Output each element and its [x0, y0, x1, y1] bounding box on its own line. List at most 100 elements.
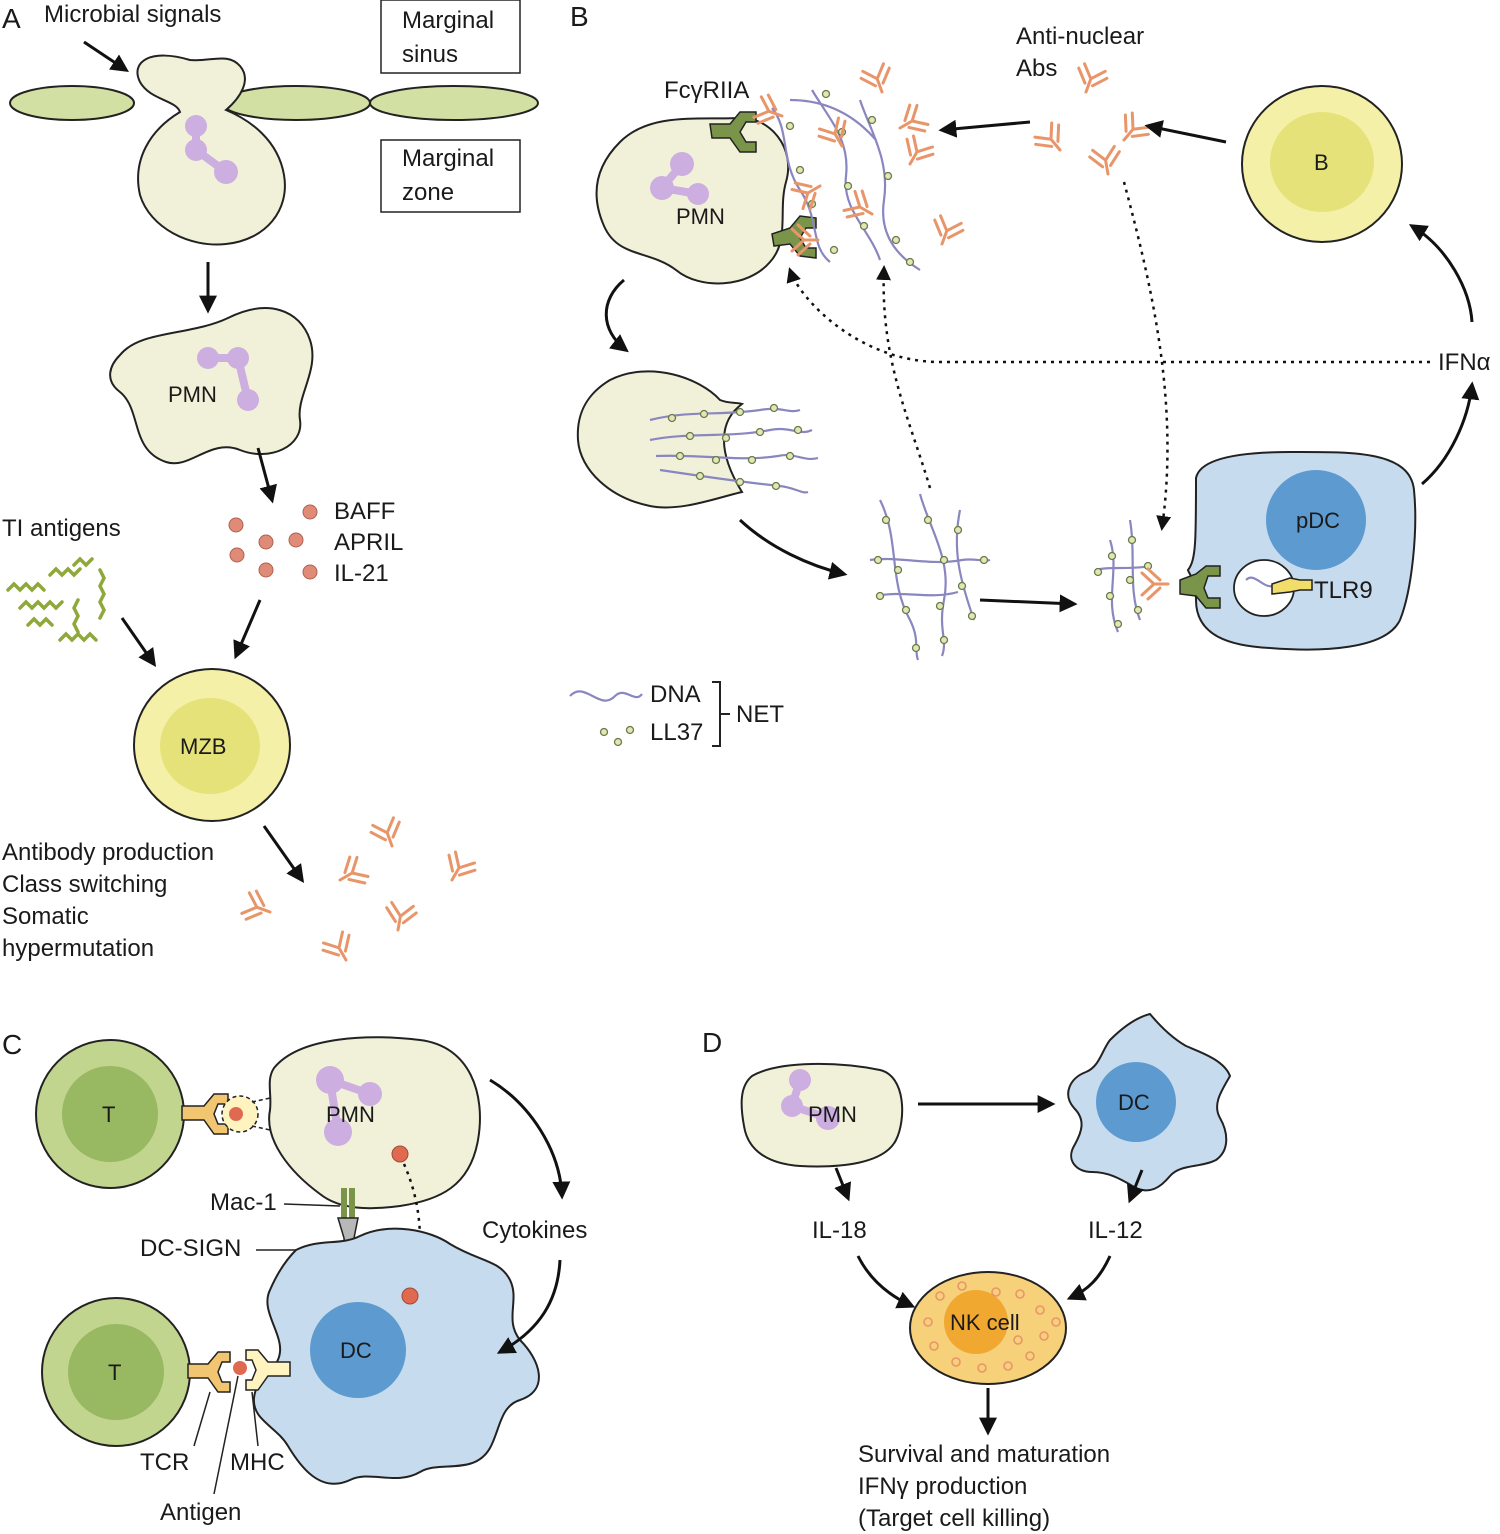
dc-label-c: DC	[340, 1338, 372, 1363]
tlr9-label: TLR9	[1314, 577, 1373, 604]
arrow-ifn-to-b	[1408, 224, 1474, 323]
secreted-granule	[391, 1145, 409, 1163]
dc-nucleus-d	[1096, 1062, 1176, 1142]
outcome-antibody-production: Antibody production	[2, 839, 214, 866]
net-with-antibodies	[750, 60, 967, 271]
outcome-survival: Survival and maturation	[858, 1441, 1110, 1468]
pmn-nucleus-b	[650, 152, 709, 205]
cytokine-baff: BAFF	[334, 498, 395, 525]
net-legend: DNA LL37 NET	[569, 681, 784, 747]
presented-antigen	[233, 1361, 247, 1375]
outcome-hypermutation: hypermutation	[2, 935, 154, 962]
t-cell-top-label: T	[102, 1102, 115, 1127]
sinus-lining-cell	[9, 85, 135, 121]
sinus-lining-cell	[369, 85, 539, 121]
t-cell-top-nucleus	[62, 1066, 158, 1162]
microbial-signals-arrow	[83, 40, 129, 72]
pmn-cell	[109, 307, 314, 465]
panel-a: A Microbial signals Marginal sinus Margi…	[2, 0, 539, 969]
antinuclear-label-1: Anti-nuclear	[1016, 23, 1144, 50]
pmn-nucleus-d	[781, 1069, 840, 1130]
legend-bracket	[712, 681, 730, 747]
legend-ll37-icon	[599, 725, 635, 747]
marginal-zone-label-2: zone	[402, 179, 454, 206]
t-cell-bottom-label: T	[108, 1360, 121, 1385]
antinuclear-label-2: Abs	[1016, 55, 1057, 82]
pdc-nucleus	[1266, 470, 1366, 570]
marginal-sinus-box	[380, 0, 521, 74]
dc-nucleus-c	[310, 1302, 406, 1398]
nk-granules	[923, 1281, 1061, 1373]
pmn-label: PMN	[168, 382, 217, 407]
arrow-pmn-to-netosis	[604, 278, 629, 353]
marginal-zone-box	[380, 139, 521, 213]
outcome-killing: (Target cell killing)	[858, 1505, 1050, 1532]
mhc-label: MHC	[230, 1449, 285, 1476]
internalized-granule	[401, 1287, 419, 1305]
arrow-b-to-abs	[1144, 120, 1227, 144]
legend-ll37-label: LL37	[650, 719, 703, 746]
arrow-cytokines-to-dc	[496, 1259, 562, 1354]
arrow-il12-to-nk	[1066, 1255, 1112, 1301]
arrow-cytokines-to-mzb	[233, 599, 262, 660]
tcr-icon-top	[181, 1093, 229, 1135]
mac1-receptor-icon	[341, 1188, 355, 1218]
pdc-label: pDC	[1296, 508, 1340, 533]
cytokine-il21: IL-21	[334, 560, 389, 587]
legend-dna-label: DNA	[650, 681, 701, 708]
mhc-icon	[245, 1349, 291, 1391]
pmn-label-d: PMN	[808, 1102, 857, 1127]
pmn-nucleus	[197, 347, 259, 411]
antigen-label: Antigen	[160, 1499, 241, 1526]
mac1-label: Mac-1	[210, 1189, 277, 1216]
ifn-alpha-label: IFNα	[1438, 349, 1491, 376]
ti-antigens-label: TI antigens	[2, 515, 121, 542]
panel-d-letter: D	[702, 1027, 722, 1058]
net-to-pmn-dotted-arrow	[875, 265, 932, 489]
tlr9-receptor-icon	[1271, 577, 1313, 595]
pmn-nucleus	[185, 115, 238, 184]
ti-antigens-squiggles	[6, 556, 106, 643]
outcome-ifng: IFNγ production	[858, 1473, 1027, 1500]
il12-label: IL-12	[1088, 1217, 1143, 1244]
secreted-antibodies	[238, 814, 480, 969]
tcr-icon-bottom	[187, 1351, 231, 1393]
dcsign-label: DC-SIGN	[140, 1235, 241, 1262]
pmn-label-b: PMN	[676, 204, 725, 229]
il18-label: IL-18	[812, 1217, 867, 1244]
mzb-label: MZB	[180, 734, 226, 759]
panel-b-letter: B	[570, 1, 589, 32]
cytokine-april: APRIL	[334, 529, 403, 556]
b-cell-nucleus	[1270, 112, 1374, 212]
free-net	[869, 493, 991, 661]
sinus-lining-cell	[221, 85, 371, 121]
arrow-pdc-to-ifn	[1421, 381, 1480, 486]
mzb-nucleus	[160, 698, 260, 794]
pmn-nucleus-c	[316, 1066, 382, 1146]
abs-to-pdc-dotted-arrow	[1122, 181, 1172, 531]
panel-c-letter: C	[2, 1029, 22, 1060]
marginal-sinus-label-2: sinus	[402, 41, 458, 68]
marginal-sinus-label-1: Marginal	[402, 7, 494, 34]
ifn-dotted-arrow	[786, 267, 1430, 364]
b-cell-label: B	[1314, 150, 1329, 175]
arrow-dc-to-il12	[1126, 1169, 1144, 1204]
pmn-label-c: PMN	[326, 1102, 375, 1127]
released-net	[649, 403, 819, 494]
t-cell-bottom-nucleus	[68, 1324, 164, 1420]
antigen-dot	[229, 1107, 243, 1121]
panel-b: B FcγRIIA PMN	[569, 1, 1491, 747]
arrow-net-to-pdc	[979, 594, 1078, 613]
cytokine-dots	[228, 504, 318, 580]
cytokines-label: Cytokines	[482, 1217, 587, 1244]
arrow-il18-to-nk	[856, 1255, 916, 1309]
legend-net-label: NET	[736, 701, 784, 728]
antigen-leader	[213, 1375, 239, 1495]
arrow-mzb-to-antibodies	[262, 825, 305, 883]
arrow-netosis-to-net	[738, 518, 848, 580]
arrow-pmn-cytokines	[489, 1078, 571, 1200]
transmigrating-pmn	[136, 54, 286, 246]
arrow-pmn-to-il18	[834, 1167, 852, 1202]
mhc-leader	[251, 1391, 259, 1447]
